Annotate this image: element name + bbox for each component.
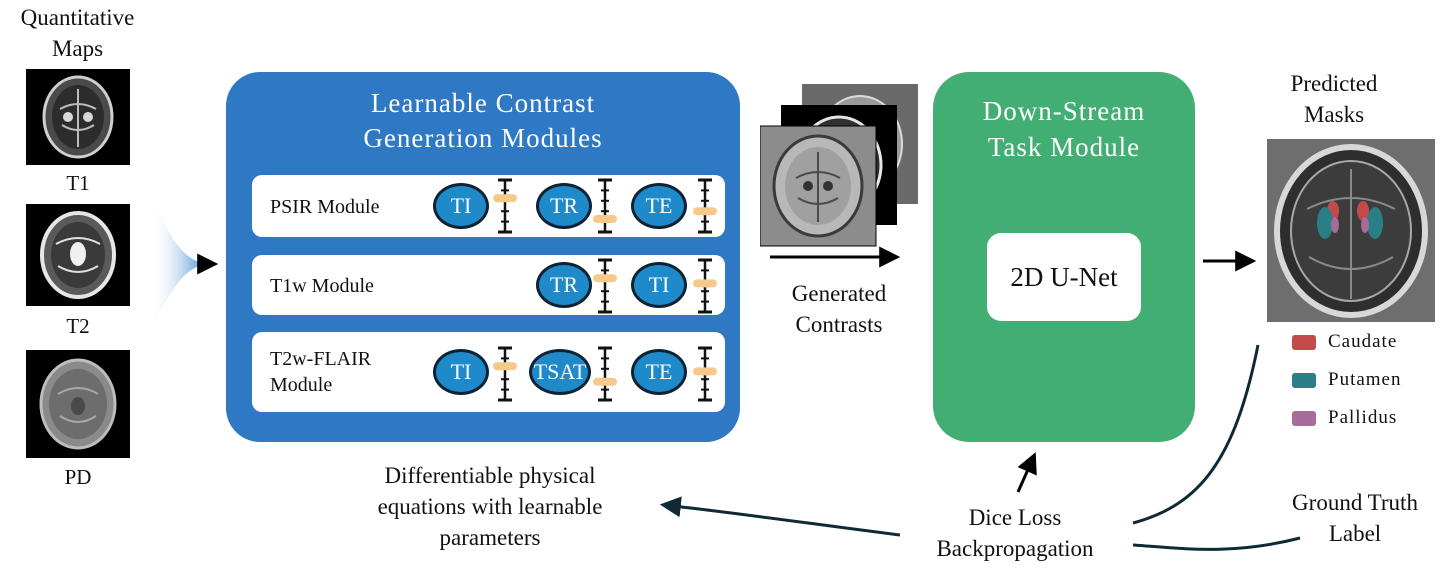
- t1w-param-ti[interactable]: TI: [631, 262, 687, 308]
- parameter-slider[interactable]: [693, 346, 717, 402]
- backprop-arrow: [659, 496, 901, 537]
- generated-contrasts-line2: Contrasts: [795, 312, 883, 337]
- dice-loss-label: Dice Loss Backpropagation: [905, 502, 1125, 564]
- dice-loss-line1: Dice Loss: [968, 505, 1062, 530]
- unet-network-box[interactable]: 2D U-Net: [987, 233, 1141, 321]
- legend-label-putamen: Putamen: [1328, 369, 1402, 390]
- caudate-right-region: [1357, 201, 1369, 221]
- downstream-task-title: Down-Stream Task Module: [933, 93, 1195, 165]
- ground-truth-line1: Ground Truth: [1292, 490, 1418, 515]
- downstream-title-line1: Down-Stream: [982, 96, 1146, 126]
- parameter-slider[interactable]: [693, 178, 717, 234]
- groundtruth-to-loss-curve: [1132, 536, 1301, 551]
- dice-loss-line2: Backpropagation: [936, 536, 1094, 561]
- legend-swatch-pallidus: [1292, 410, 1316, 426]
- t2w-flair-label-line1: T2w-FLAIR: [270, 348, 372, 370]
- putamen-left-region: [1317, 207, 1333, 239]
- legend-item-putamen: Putamen: [1292, 368, 1442, 392]
- equations-note-line2: equations with learnable: [377, 494, 603, 519]
- flair-param-tsat[interactable]: TSAT: [529, 349, 591, 395]
- legend-swatch-putamen: [1292, 372, 1316, 388]
- t1-map-image: [26, 69, 130, 165]
- ground-truth-label: Ground Truth Label: [1270, 487, 1440, 549]
- generated-contrasts-label: Generated Contrasts: [760, 278, 918, 340]
- prediction-to-loss-curve: [1132, 344, 1260, 525]
- psir-module-label: PSIR Module: [270, 196, 380, 218]
- legend-swatch-caudate: [1292, 334, 1316, 350]
- parameter-slider[interactable]: [593, 178, 617, 234]
- psir-param-tr[interactable]: TR: [536, 183, 592, 229]
- putamen-right-region: [1367, 207, 1383, 239]
- generated-contrast-stack: [759, 82, 920, 247]
- psir-param-te[interactable]: TE: [631, 183, 687, 229]
- pallidus-right-region: [1361, 217, 1369, 233]
- pd-map-image: [26, 350, 130, 458]
- psir-param-ti[interactable]: TI: [433, 183, 489, 229]
- legend-item-caudate: Caudate: [1292, 330, 1442, 354]
- legend-label-caudate: Caudate: [1328, 331, 1398, 352]
- predicted-masks-line2: Masks: [1303, 102, 1365, 127]
- flair-param-ti[interactable]: TI: [433, 349, 489, 395]
- t2-map-label: T2: [66, 314, 90, 338]
- pallidus-left-region: [1331, 217, 1339, 233]
- parameter-slider[interactable]: [493, 178, 517, 234]
- input-funnel: [150, 195, 205, 330]
- contrast-generation-title: Learnable Contrast Generation Modules: [226, 86, 740, 156]
- equations-note: Differentiable physical equations with l…: [325, 460, 655, 553]
- parameter-slider[interactable]: [493, 346, 517, 402]
- t2w-flair-module-label: T2w-FLAIR Module: [270, 346, 371, 398]
- predicted-mask-image: [1267, 139, 1435, 322]
- parameter-slider[interactable]: [593, 346, 617, 402]
- t1w-param-tr[interactable]: TR: [536, 262, 592, 308]
- t2-map-image: [26, 204, 130, 306]
- parameter-slider[interactable]: [593, 258, 617, 314]
- equations-note-line1: Differentiable physical: [384, 463, 596, 488]
- flair-param-te[interactable]: TE: [631, 349, 687, 395]
- quantitative-maps-title: Quantitative Maps: [0, 2, 155, 64]
- generated-contrasts-line1: Generated: [791, 281, 887, 306]
- predicted-masks-line1: Predicted: [1290, 71, 1378, 96]
- parameter-slider[interactable]: [693, 258, 717, 314]
- contrast-generation-title-line1: Learnable Contrast: [370, 88, 596, 118]
- pd-map-label: PD: [64, 465, 92, 489]
- equations-note-line3: parameters: [439, 525, 541, 550]
- t2w-flair-label-line2: Module: [270, 374, 333, 396]
- downstream-title-line2: Task Module: [987, 132, 1141, 162]
- t1w-module-label: T1w Module: [270, 275, 374, 297]
- quantitative-maps-title-line2: Maps: [51, 36, 104, 61]
- t1-map-label: T1: [66, 171, 90, 195]
- loss-to-task-arrow: [1016, 452, 1037, 493]
- ground-truth-line2: Label: [1328, 521, 1382, 546]
- contrast-generation-title-line2: Generation Modules: [363, 123, 603, 153]
- legend-item-pallidus: Pallidus: [1292, 406, 1442, 430]
- mask-legend: Caudate Putamen Pallidus: [1292, 330, 1442, 430]
- legend-label-pallidus: Pallidus: [1328, 407, 1398, 428]
- predicted-masks-title: Predicted Masks: [1262, 68, 1406, 130]
- quantitative-maps-title-line1: Quantitative: [20, 5, 135, 30]
